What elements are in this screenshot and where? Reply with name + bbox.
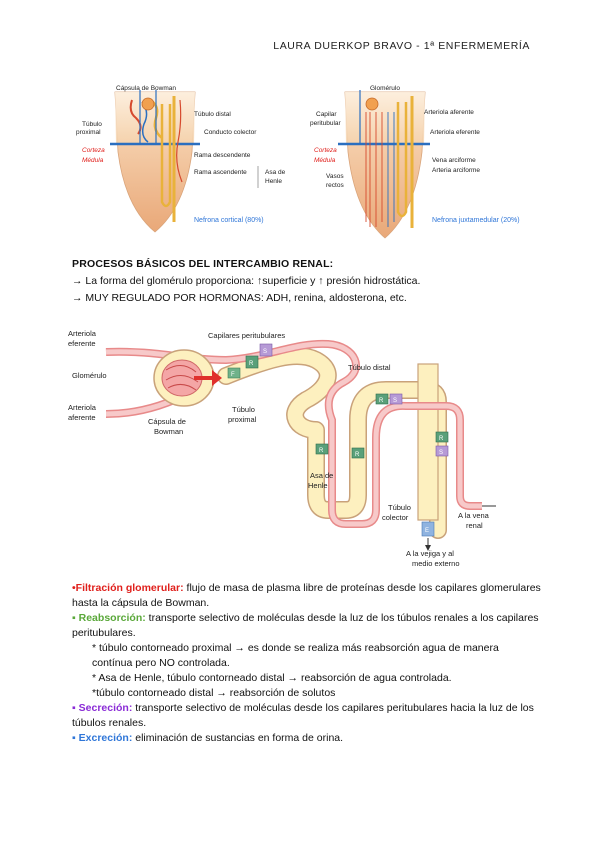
nephron-tubule [217, 347, 447, 539]
collecting-duct [417, 363, 439, 521]
sub-item-2: * Asa de Henle, túbulo contorneado dista… [92, 672, 452, 684]
label-capilar-1: Capilar [316, 111, 337, 118]
juxtamedullary-nephron-drawing [338, 90, 430, 239]
sub-item-3: *túbulo contorneado distal → reabsorción… [92, 687, 336, 699]
reabsorcion-text: transporte selectivo de moléculas desde … [72, 612, 539, 639]
renal-exchange-figure: F R S R R R S R S E Arteriola eferente G… [68, 329, 496, 568]
label-tubulo-proximal-1: Túbulo [82, 121, 102, 128]
label-capilares-peritubulares: Capilares peritubulares [208, 331, 285, 340]
label-vejiga-2: medio externo [412, 559, 460, 568]
label-asa-henle-b: Henle [308, 481, 328, 490]
bowman-capsule [153, 349, 215, 407]
excrecion-text: eliminación de sustancias en forma de or… [132, 732, 344, 744]
label-asa-henle-2: Henle [265, 178, 282, 185]
label-vena-renal-1: A la vena [458, 511, 490, 520]
label-conducto-colector: Conducto colector [204, 129, 257, 136]
reabsorcion-paragraph: ▪ Reabsorción: transporte selectivo de m… [72, 611, 542, 641]
label-tubulo-proximal-2: proximal [76, 129, 101, 136]
label-vasos-2: rectos [326, 182, 344, 189]
marker-e: E [425, 528, 429, 534]
processes-text: •Filtración glomerular: flujo de masa de… [72, 581, 542, 746]
marker-s-3: S [439, 450, 443, 456]
label-capsula-1: Cápsula de [148, 417, 186, 426]
label-rama-descendente: Rama descendente [194, 152, 251, 159]
label-rama-ascendente: Rama ascendente [194, 169, 247, 176]
label-tubulo-proximal-a: Túbulo [232, 405, 255, 414]
label-capsula-2: Bowman [154, 427, 183, 436]
label-glomerulo-2: Glomérulo [72, 371, 107, 380]
marker-r-1: R [249, 361, 254, 367]
secrecion-paragraph: ▪ Secreción: transporte selectivo de mol… [72, 701, 542, 731]
marker-f: F [231, 372, 235, 378]
page-header: LAURA DUERKOP BRAVO - 1ª ENFERMEMERÍA [273, 40, 530, 52]
label-arteriola-aferente: Arteriola aferente [424, 109, 474, 116]
marker-s-2: S [393, 398, 397, 404]
label-arteriola-eferente-2: eferente [68, 339, 96, 348]
marker-r-2: R [319, 448, 324, 454]
label-tubulo-colector-b: colector [382, 513, 409, 522]
filtracion-label: •Filtración glomerular: [72, 582, 184, 594]
filtracion-text: flujo de masa de plasma libre de proteín… [72, 582, 541, 609]
cortical-nephron-drawing [110, 90, 200, 233]
label-asa-henle-a: Asa de [310, 471, 333, 480]
label-capsula-bowman: Cápsula de Bowman [116, 85, 176, 92]
section-heading: PROCESOS BÁSICOS DEL INTERCAMBIO RENAL: [72, 258, 334, 270]
process-markers: F R S R R R S R S E [227, 343, 449, 537]
caption-nefrona-juxtamedular: Nefrona juxtamedular (20%) [432, 217, 520, 224]
marker-r-4: R [379, 398, 384, 404]
marker-s-1: S [263, 349, 267, 355]
label-vena-arciforme: Vena arciforme [432, 157, 476, 164]
marker-r-3: R [355, 452, 360, 458]
nephron-types-figure: Cápsula de Bowman Túbulo proximal Túbulo… [76, 85, 520, 239]
hormones-note: → MUY REGULADO POR HORMONAS: ADH, renina… [72, 292, 407, 304]
label-tubulo-proximal-b: proximal [228, 415, 257, 424]
secrecion-text: transporte selectivo de moléculas desde … [72, 702, 534, 729]
secrecion-label: ▪ Secreción: [72, 702, 133, 714]
label-vejiga-1: A la vejiga y al [406, 549, 454, 558]
label-glomerulo: Glomérulo [370, 85, 400, 92]
sub-item-1: * túbulo contorneado proximal → es donde… [92, 642, 499, 669]
label-arteriola-eferente: Arteriola eferente [430, 129, 480, 136]
label-arteriola-eferente-1: Arteriola [68, 329, 97, 338]
label-arteria-arciforme: Arteria arciforme [432, 167, 480, 174]
label-vasos-1: Vasos [326, 173, 344, 180]
label-vena-renal-2: renal [466, 521, 483, 530]
label-corteza: Corteza [82, 147, 105, 154]
label-medula: Médula [82, 157, 104, 164]
caption-nefrona-cortical: Nefrona cortical (80%) [194, 217, 264, 224]
label-capilar-2: peritubular [310, 120, 342, 127]
label-corteza-2: Corteza [314, 147, 337, 154]
label-tubulo-distal-2: Túbulo distal [348, 363, 391, 372]
filtration-arrow [194, 370, 222, 386]
filtracion-paragraph: •Filtración glomerular: flujo de masa de… [72, 581, 542, 611]
marker-r-5: R [439, 436, 444, 442]
label-arteriola-aferente-2: aferente [68, 413, 96, 422]
label-medula-2: Médula [314, 157, 336, 164]
excrecion-paragraph: ▪ Excreción: eliminación de sustancias e… [72, 731, 542, 746]
reabsorcion-label: ▪ Reabsorción: [72, 612, 146, 624]
label-arteriola-aferente-1: Arteriola [68, 403, 97, 412]
label-tubulo-distal: Túbulo distal [194, 111, 231, 118]
glomerulus-note: → La forma del glomérulo proporciona: ↑s… [72, 275, 421, 287]
label-tubulo-colector-a: Túbulo [388, 503, 411, 512]
excrecion-label: ▪ Excreción: [72, 732, 133, 744]
label-asa-henle-1: Asa de [265, 169, 286, 176]
